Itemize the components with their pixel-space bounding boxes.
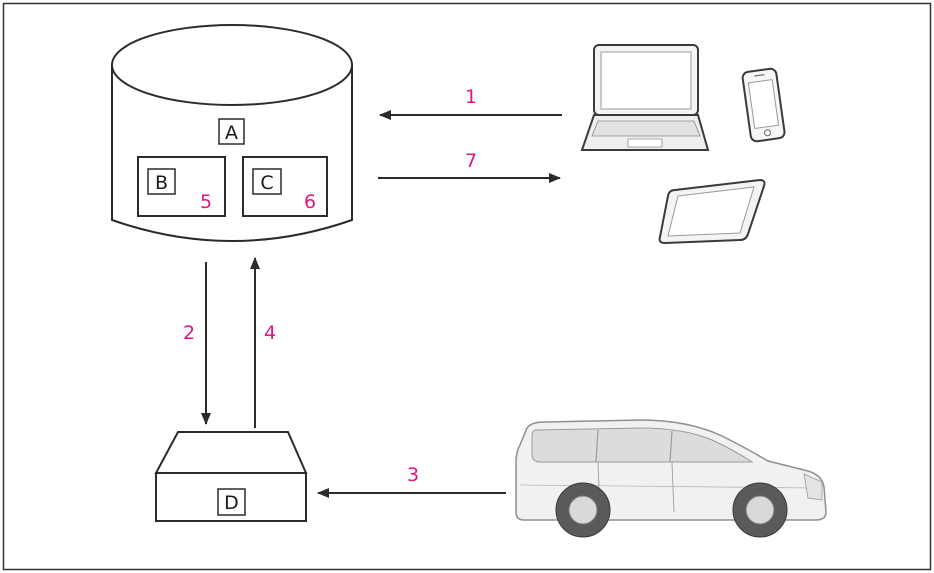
minivan-icon xyxy=(515,419,827,538)
module-d xyxy=(154,431,308,522)
box-a xyxy=(218,118,245,145)
step-3: 3 xyxy=(407,464,419,486)
step-2: 2 xyxy=(183,322,195,344)
step-6: 6 xyxy=(304,191,316,213)
smartphone-icon xyxy=(741,67,786,143)
tablet-icon xyxy=(658,178,766,245)
label-d: D xyxy=(224,492,239,514)
step-7: 7 xyxy=(465,150,477,172)
laptop-icon xyxy=(580,44,710,151)
label-a: A xyxy=(225,122,238,144)
box-b xyxy=(147,168,176,195)
label-c: C xyxy=(260,172,273,194)
step-5: 5 xyxy=(200,191,212,213)
box-d xyxy=(217,488,246,516)
step-4: 4 xyxy=(264,322,276,344)
step-1: 1 xyxy=(465,86,477,108)
label-b: B xyxy=(155,172,168,194)
box-c xyxy=(252,168,282,195)
